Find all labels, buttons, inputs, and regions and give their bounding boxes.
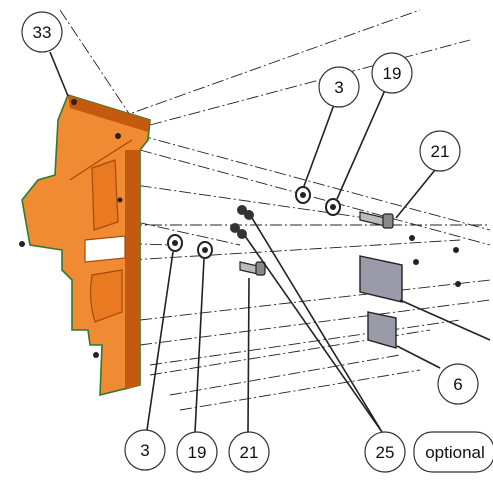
callout-33-label: 33 [33,23,52,42]
callout-25: 25 [364,431,406,473]
callout-19-bottom-label: 19 [188,443,207,462]
callout-3-top: 3 [318,66,360,108]
optional-label: optional [425,443,485,462]
callout-3-bottom: 3 [124,429,166,471]
callout-25-label: 25 [376,443,395,462]
fasteners [167,186,394,276]
callout-3-bottom-label: 3 [140,441,149,460]
callout-6-label: 6 [453,375,462,394]
callout-19-top-label: 19 [383,64,402,83]
callout-6: 6 [437,363,479,405]
leader-lines [49,51,491,433]
callout-21-top: 21 [419,130,461,172]
side-panel-part [19,94,151,397]
callout-33: 33 [21,11,63,53]
plate-hardware [359,235,461,349]
callout-21-bottom: 21 [228,431,270,473]
callout-19-bottom: 19 [176,431,218,473]
optional-tag: optional [413,431,493,473]
callout-3-top-label: 3 [334,78,343,97]
callout-21-top-label: 21 [431,142,450,161]
callout-19-top: 19 [371,52,413,94]
callout-21-bottom-label: 21 [240,443,259,462]
